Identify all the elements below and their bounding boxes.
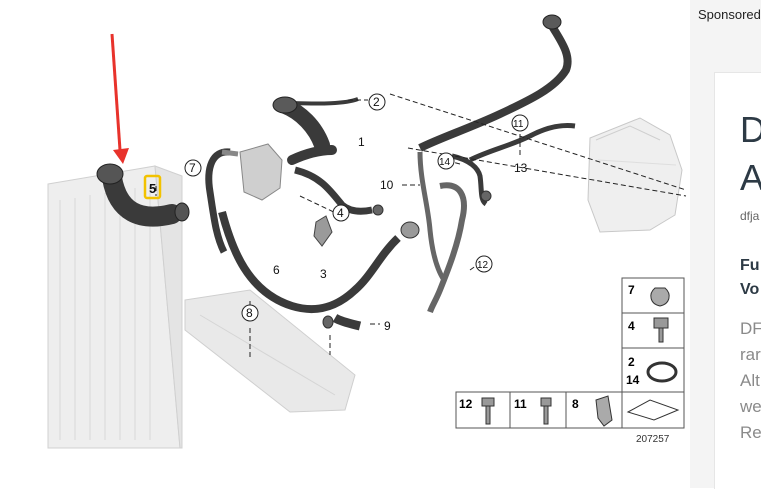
highlight-box [143,174,162,200]
table-cell-11: 11 [514,397,527,411]
ad-card[interactable]: D A dfja Fu Vo DF rar Alt we Re [714,72,761,489]
table-cell-8: 8 [572,397,579,411]
expansion-tank [587,117,683,233]
figure-number: 207257 [636,434,670,445]
callout-1: 1 [358,135,365,149]
callout-9: 9 [384,319,391,333]
clip-3 [313,215,333,247]
callout-14: 14 [439,157,451,168]
wedge-icon [626,399,680,421]
bolt-12-icon [481,397,495,407]
sponsored-sidebar: Sponsored D A dfja Fu Vo DF rar Alt we R… [690,0,761,489]
ad-body-line: Alt [740,371,760,390]
callout-2: 2 [373,95,380,109]
ad-body-line: Re [740,423,761,442]
callout-4: 4 [337,206,344,220]
callout-8: 8 [246,306,253,320]
radiator [47,165,183,449]
ad-body-line: DF [740,319,761,338]
ad-heading-line-1: Fu [740,257,760,274]
table-cell-14: 14 [626,373,640,387]
table-cell-4: 4 [628,319,635,333]
diagram-svg: 1 2 3 4 5 6 7 8 9 10 11 12 13 14 7 [47,14,687,449]
hose-10 [417,14,572,314]
callout-13: 13 [514,161,528,175]
ad-title-line-1[interactable]: D [740,109,761,151]
parts-diagram: 1 2 3 4 5 6 7 8 9 10 11 12 13 14 7 [47,14,687,449]
callout-11: 11 [513,119,524,130]
clip-8-icon [595,395,613,427]
ad-heading-line-2: Vo [740,281,760,298]
clamp-icon [646,361,678,383]
clip-7-icon [650,287,670,307]
red-arrow [110,33,129,164]
callout-7: 7 [189,161,196,175]
hose-7 [205,148,239,254]
table-cell-7: 7 [628,283,635,297]
callout-12: 12 [477,260,489,271]
table-cell-2: 2 [628,355,635,369]
callout-6: 6 [273,263,280,277]
thermostat-housing [239,143,283,201]
callout-5: 5 [149,181,156,196]
hose-1 [272,96,359,165]
callouts: 1 2 3 4 5 6 7 8 9 10 11 12 13 14 [143,93,529,333]
hose-14 [451,123,576,207]
ad-body-line: we [740,397,761,416]
callout-10: 10 [380,178,394,192]
parts-table: 7 4 2 14 12 11 8 207257 [455,277,685,445]
hose-6 [218,210,401,331]
ad-source: dfja [740,209,760,223]
hose-5 [96,163,190,227]
ad-title-line-2[interactable]: A [740,157,761,199]
screw-4-icon [653,317,669,329]
ad-body-line: rar [740,345,761,364]
table-cell-12: 12 [459,397,473,411]
radiator-bracket [184,289,356,413]
connector-tee [400,221,420,239]
bolt-11-icon [540,397,552,407]
sponsored-label: Sponsored [698,7,761,22]
callout-3: 3 [320,267,327,281]
